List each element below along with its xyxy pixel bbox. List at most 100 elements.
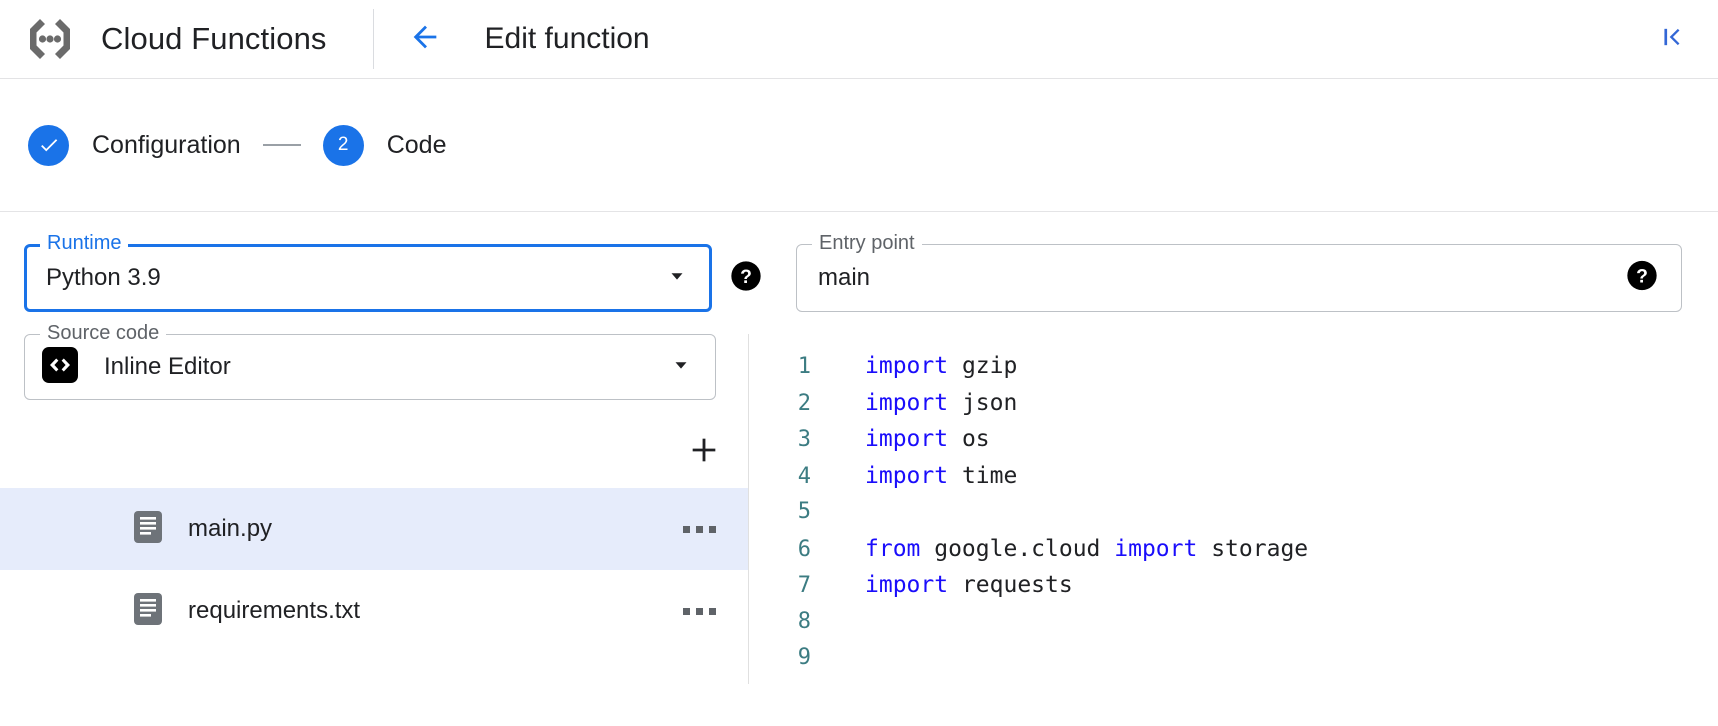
step-connector xyxy=(262,144,301,146)
code-text[interactable]: import time xyxy=(811,458,1017,495)
chevron-down-icon[interactable] xyxy=(670,354,692,381)
collapse-panel-button[interactable] xyxy=(1650,17,1694,61)
source-pane: Source code Inline Editor xyxy=(0,322,748,684)
line-number: 4 xyxy=(797,463,811,489)
collapse-panel-icon xyxy=(1658,23,1686,56)
runtime-value: Python 3.9 xyxy=(46,264,161,291)
svg-text:?: ? xyxy=(1636,267,1648,288)
step-configuration[interactable]: Configuration xyxy=(28,124,241,166)
help-circle-icon: ? xyxy=(730,260,762,296)
code-text[interactable]: import json xyxy=(811,385,1017,422)
file-list-item-main-py[interactable]: main.py xyxy=(0,488,748,570)
code-brackets-icon xyxy=(42,346,78,388)
code-keyword: import xyxy=(865,462,949,489)
line-number: 6 xyxy=(797,536,811,562)
entry-point-label: Entry point xyxy=(812,232,922,254)
app-bar: Cloud Functions Edit function xyxy=(0,0,1718,79)
code-keyword: import xyxy=(865,389,949,416)
runtime-select[interactable]: Runtime Python 3.9 xyxy=(24,232,712,312)
fields-row: Runtime Python 3.9 ? xyxy=(0,224,1718,312)
more-horizontal-icon[interactable] xyxy=(673,598,726,625)
code-plain: json xyxy=(948,389,1018,416)
line-number: 3 xyxy=(797,427,811,452)
code-plain: time xyxy=(948,462,1018,489)
file-name: main.py xyxy=(188,515,273,542)
brand-title: Cloud Functions xyxy=(101,21,327,56)
more-dot xyxy=(696,607,703,615)
line-number: 1 xyxy=(797,354,811,379)
more-dot xyxy=(709,525,716,533)
runtime-help-button[interactable]: ? xyxy=(730,260,762,297)
code-plain: google.cloud xyxy=(920,535,1115,562)
text-file-icon xyxy=(132,592,164,631)
back-button[interactable] xyxy=(399,13,451,65)
code-keyword: import xyxy=(865,572,949,598)
step-code-label: Code xyxy=(386,130,447,159)
code-plain: gzip xyxy=(948,353,1018,379)
runtime-label: Runtime xyxy=(40,232,129,254)
wizard-stepper: Configuration 2 Code xyxy=(0,79,1718,212)
arrow-left-icon xyxy=(408,20,442,59)
entry-point-value: main xyxy=(818,264,871,291)
more-dot xyxy=(683,607,690,615)
step-code-marker: 2 xyxy=(322,124,364,166)
help-circle-icon: ? xyxy=(1626,260,1658,296)
code-plain: os xyxy=(948,426,990,452)
text-file-icon xyxy=(132,510,164,549)
chevron-down-icon[interactable] xyxy=(666,265,688,292)
entry-point-help-button[interactable]: ? xyxy=(1626,260,1658,297)
code-text[interactable]: from google.cloud import storage xyxy=(811,531,1308,568)
code-text[interactable]: import requests xyxy=(811,567,1073,604)
file-toolbar xyxy=(0,416,748,488)
cloud-functions-logo-icon xyxy=(24,16,76,62)
runtime-group: Runtime Python 3.9 ? xyxy=(24,232,762,312)
step-configuration-marker xyxy=(28,124,69,166)
code-text[interactable]: import gzip xyxy=(811,348,1017,385)
appbar-divider xyxy=(372,9,374,69)
code-keyword: import xyxy=(865,426,949,452)
code-line: 5 xyxy=(749,494,1718,531)
file-name: requirements.txt xyxy=(188,597,361,624)
add-file-button[interactable] xyxy=(680,428,728,476)
line-number: 5 xyxy=(797,499,811,524)
code-text[interactable]: import os xyxy=(811,421,990,458)
source-code-select[interactable]: Source code Inline Editor xyxy=(24,322,716,400)
more-dot xyxy=(683,525,690,533)
code-plain: requests xyxy=(948,572,1073,598)
code-line: 8 xyxy=(749,604,1718,641)
svg-text:?: ? xyxy=(740,267,752,288)
more-dot xyxy=(709,607,716,615)
appbar-actions xyxy=(1650,17,1718,61)
entry-point-outline xyxy=(796,244,1682,312)
more-horizontal-icon[interactable] xyxy=(673,516,726,543)
line-number: 9 xyxy=(797,645,811,670)
page-title: Edit function xyxy=(484,22,650,55)
source-code-label: Source code xyxy=(40,322,167,344)
entry-point-input[interactable]: Entry point main ? xyxy=(796,232,1682,312)
code-keyword: import xyxy=(1114,535,1198,562)
brand[interactable]: Cloud Functions xyxy=(0,16,327,62)
step-code[interactable]: 2 Code xyxy=(322,124,447,166)
plus-icon xyxy=(687,433,721,472)
code-keyword: from xyxy=(865,535,921,562)
source-code-value: Inline Editor xyxy=(104,353,231,380)
code-line: 9 xyxy=(749,640,1718,677)
line-number: 7 xyxy=(797,573,811,598)
more-dot xyxy=(696,525,703,533)
line-number: 8 xyxy=(797,608,811,634)
step-configuration-label: Configuration xyxy=(92,130,241,159)
file-list-item-requirements-txt[interactable]: requirements.txt xyxy=(0,570,748,652)
code-keyword: import xyxy=(865,353,949,379)
entry-point-group: Entry point main ? xyxy=(796,232,1694,312)
line-number: 2 xyxy=(797,390,811,416)
content-area: Runtime Python 3.9 ? xyxy=(0,212,1718,684)
